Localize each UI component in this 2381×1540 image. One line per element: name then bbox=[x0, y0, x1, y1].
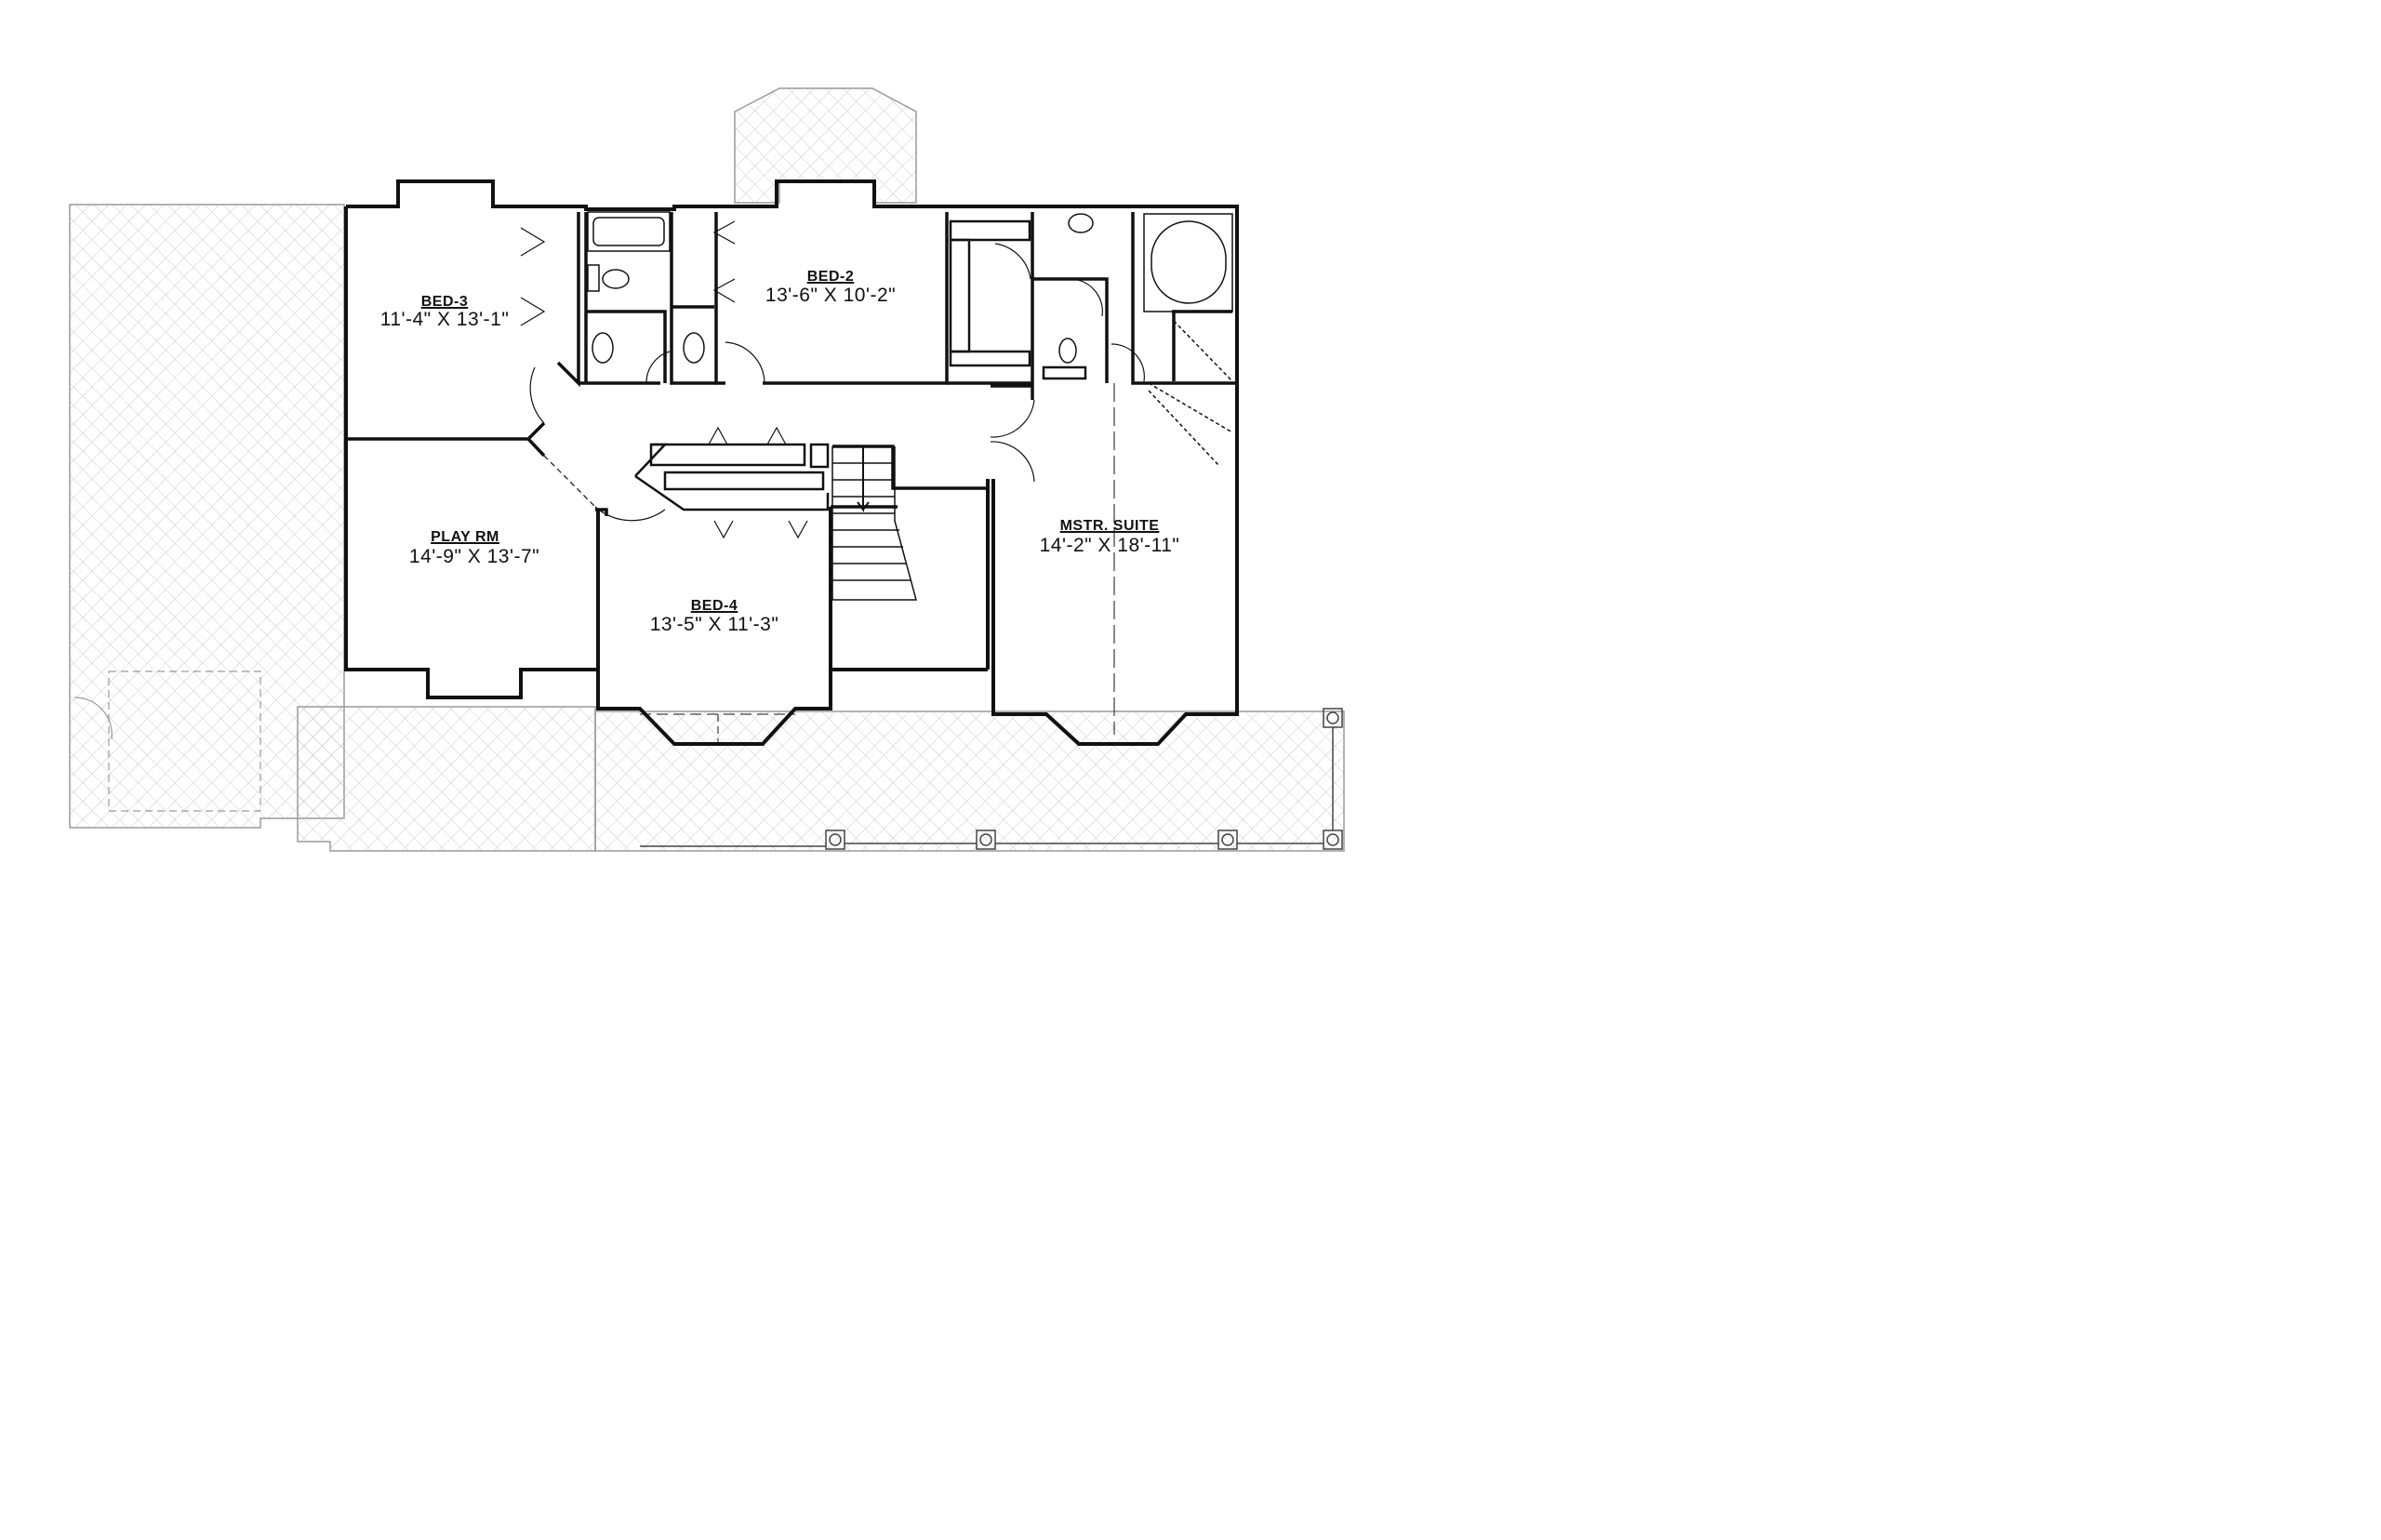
porch-posts bbox=[640, 708, 1343, 850]
garage-outline bbox=[108, 670, 261, 812]
interior-walls bbox=[346, 212, 1237, 516]
bed2-name: BED-2 bbox=[806, 269, 855, 285]
master-suite-name: MSTR. SUITE bbox=[1059, 518, 1160, 534]
door-swings bbox=[520, 220, 1145, 744]
bed4-name: BED-4 bbox=[690, 598, 738, 614]
play-room-dims: 14'-9" X 13'-7" bbox=[408, 546, 540, 567]
entry-arc bbox=[73, 697, 113, 740]
play-room-name: PLAY RM bbox=[431, 529, 499, 545]
closets bbox=[634, 219, 1087, 511]
stairs bbox=[831, 446, 917, 601]
exterior-walls bbox=[344, 179, 1239, 746]
bed3-dims: 11'-4" X 13'-1" bbox=[379, 309, 510, 330]
bath-fixtures bbox=[587, 211, 1233, 466]
roof-areas bbox=[69, 87, 1345, 852]
front-porch-roof bbox=[297, 706, 596, 852]
bed3-name: BED-3 bbox=[420, 294, 469, 310]
floor-plan bbox=[69, 87, 1345, 852]
bed2-dims: 13'-6" X 10'-2" bbox=[765, 285, 897, 306]
master-suite-dims: 14'-2" X 18'-11" bbox=[1039, 535, 1180, 556]
bed4-dims: 13'-5" X 11'-3" bbox=[649, 614, 779, 635]
bay-window-roof bbox=[734, 87, 917, 204]
front-porch-roof-right bbox=[594, 710, 1345, 852]
